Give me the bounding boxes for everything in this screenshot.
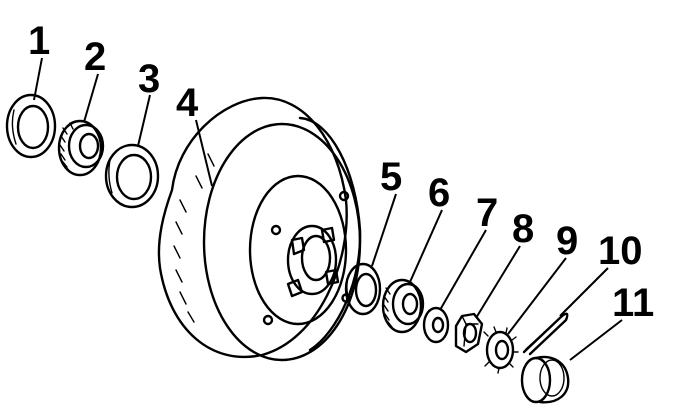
leader-lines xyxy=(33,57,623,361)
part-3-bearing-race xyxy=(104,143,160,209)
part-10-cotter-pin xyxy=(522,312,569,356)
part-7-washer xyxy=(422,306,450,344)
part-2-roller-bearing xyxy=(57,119,105,177)
part-11-hub-cap xyxy=(520,355,570,404)
part-4-brake-drum xyxy=(157,96,362,362)
label-9: 9 xyxy=(556,219,578,263)
part-8-hex-nut xyxy=(454,312,484,354)
label-5: 5 xyxy=(380,155,402,199)
part-1-seal-ring xyxy=(5,93,57,159)
label-11: 11 xyxy=(612,281,654,325)
label-6: 6 xyxy=(428,171,450,215)
label-3: 3 xyxy=(138,57,160,101)
label-1: 1 xyxy=(28,19,50,63)
label-4: 4 xyxy=(176,81,199,125)
part-labels: 1 2 3 4 5 6 7 8 9 10 11 xyxy=(28,19,654,325)
label-8: 8 xyxy=(512,207,534,251)
label-10: 10 xyxy=(598,229,643,273)
part-6-roller-bearing xyxy=(381,278,425,334)
label-2: 2 xyxy=(84,35,106,79)
part-5-bearing-race xyxy=(344,262,382,316)
label-7: 7 xyxy=(476,191,498,235)
part-9-castle-retainer xyxy=(483,326,519,374)
